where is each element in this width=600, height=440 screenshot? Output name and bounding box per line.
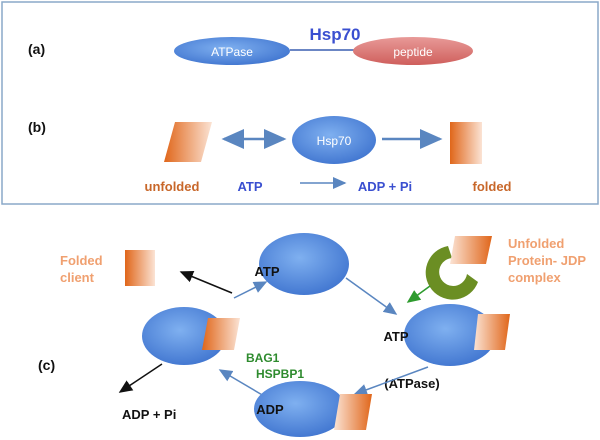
peptide-domain [353,37,473,65]
panel-b-label: (b) [28,119,46,135]
folded-protein-shape [450,122,482,164]
unfolded-protein-shape [164,122,212,162]
hsp70-center [292,116,376,164]
atp-top-label: ATP [254,264,279,279]
cycle-arrow-top-right [345,277,398,315]
jdp-cochaperone-shape [425,246,478,300]
atpase-domain [174,37,290,65]
panels-ab-frame [1,1,599,205]
hsp70-atp-top [259,233,349,295]
hsp70-adp-bottom [254,381,346,437]
folded-client-shape [125,250,155,286]
cycle-arrow-left-top [233,281,268,299]
hsp70-atp-right [404,304,496,366]
unfolded-complex-line3: complex [508,270,562,285]
bag1-label: BAG1 [246,351,280,365]
atp-right-label: ATP [383,329,408,344]
client-on-left-hsp70 [202,318,240,350]
release-arrow [179,271,233,294]
client-on-bottom-hsp70 [334,394,372,430]
folded-client-label-line1: Folded [60,253,103,268]
unfolded-complex-line2: Protein- JDP [508,253,586,268]
folded-client-label-line2: client [60,270,95,285]
atpase-label: (ATPase) [384,376,439,391]
cycle-arrow-right-bottom [353,366,429,396]
hsp70-center-label: Hsp70 [317,134,352,148]
panel-a-label: (a) [28,41,45,57]
unfolded-complex-line1: Unfolded [508,236,564,251]
substrate-delivery-arrow [406,285,431,303]
adp-bottom-label: ADP [256,402,284,417]
hspbp1-label: HSPBP1 [256,367,304,381]
peptide-domain-label: peptide [393,45,433,59]
unfolded-label: unfolded [145,179,200,194]
atpase-domain-label: ATPase [211,45,253,59]
atp-label: ATP [237,179,262,194]
adp-pi-label: ADP + Pi [358,179,412,194]
hsp70-left [142,307,226,365]
folded-label: folded [473,179,512,194]
cycle-arrow-bottom-left [218,369,265,397]
adp-pi-release-label: ADP + Pi [122,407,176,422]
hsp70-title: Hsp70 [309,25,360,44]
panel-c-label: (c) [38,357,55,373]
unfolded-client-shape [450,236,492,264]
adp-release-arrow [118,363,163,393]
client-on-right-hsp70 [474,314,510,350]
